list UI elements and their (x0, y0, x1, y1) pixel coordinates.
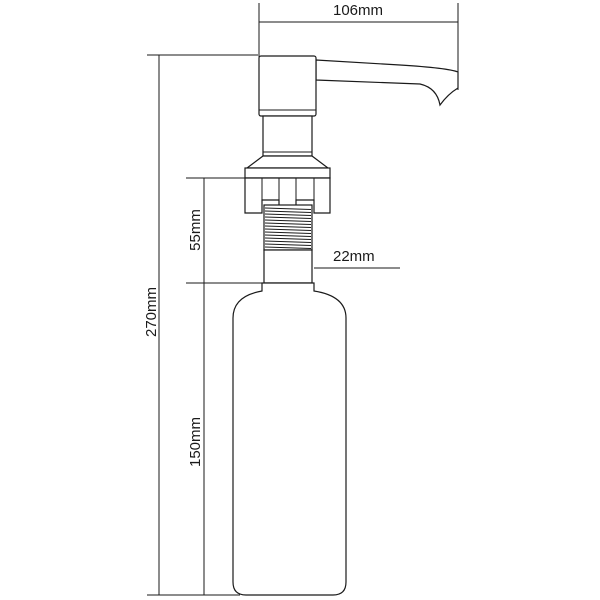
spout-arm (315, 59, 459, 107)
thread-line (264, 243, 312, 246)
thread-line (264, 237, 312, 240)
dimension-bottle-height: 150mm (187, 283, 205, 595)
bottle (232, 282, 347, 596)
thread-line (264, 213, 312, 216)
shank-diameter-label: 22mm (333, 248, 375, 265)
spout-length-label: 106mm (333, 2, 383, 19)
pump-cap (258, 55, 317, 117)
thread-line (264, 216, 312, 219)
thread-line (264, 234, 312, 237)
shank-length-label: 55mm (187, 209, 204, 251)
thread-line (264, 231, 312, 234)
shank-threads (264, 207, 312, 249)
thread-line (264, 240, 312, 243)
thread-line (264, 225, 312, 228)
thread-line (264, 207, 312, 210)
dimension-shank-diameter: 22mm (314, 248, 400, 269)
dimension-shank-length: 55mm (186, 177, 262, 284)
spout (315, 59, 459, 107)
flange-taper (245, 155, 330, 169)
total-height-label: 270mm (143, 287, 160, 337)
thread-line (264, 219, 312, 222)
bottle-height-label: 150mm (187, 417, 204, 467)
pump-collar (262, 115, 313, 157)
thread-line (264, 246, 312, 249)
bottle-body (232, 282, 347, 596)
thread-line (264, 222, 312, 225)
flange-ring (244, 167, 331, 179)
thread-line (264, 228, 312, 231)
shank-plain-section (263, 249, 313, 284)
pump-head (244, 55, 331, 179)
dimension-total-height: 270mm (143, 54, 258, 596)
thread-line (264, 210, 312, 213)
threaded-shank (263, 204, 313, 284)
